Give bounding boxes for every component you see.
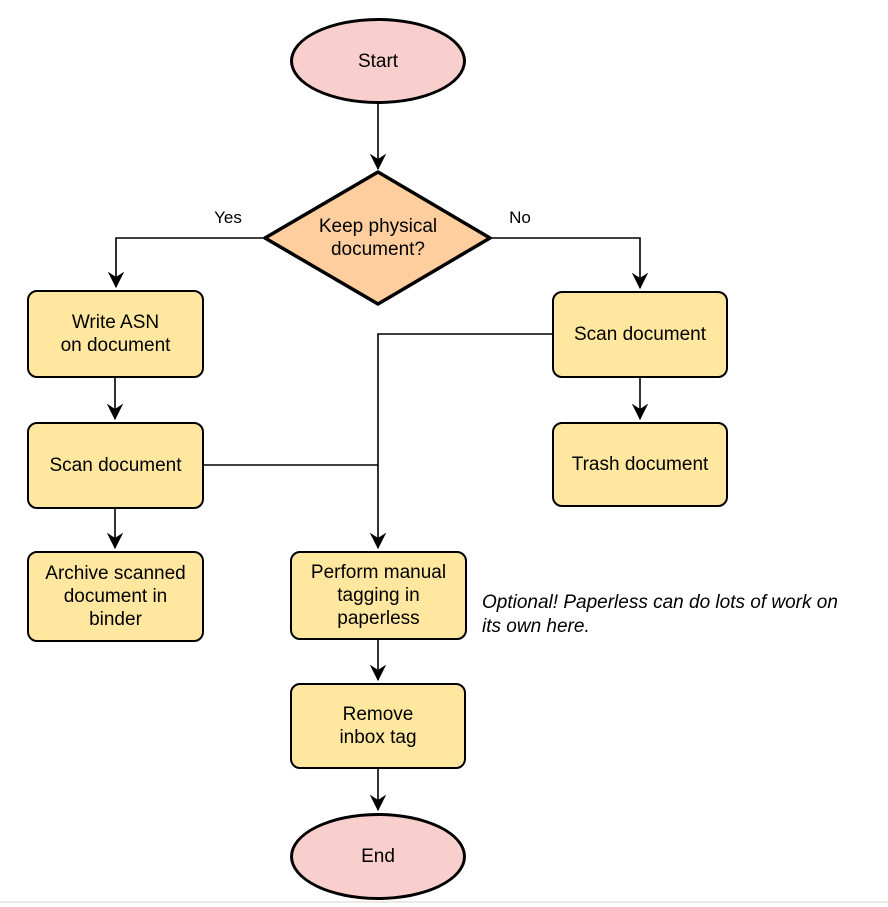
node-start: Start bbox=[290, 18, 466, 104]
canvas-bottom-edge bbox=[0, 901, 888, 903]
edge-label-yes: Yes bbox=[214, 208, 242, 227]
node-trash-document: Trash document bbox=[552, 422, 728, 507]
decision-diamond-shape bbox=[263, 170, 492, 306]
edge-scan-right-to-tagging bbox=[378, 333, 552, 548]
edge-decision-no-to-scan-right bbox=[490, 237, 640, 288]
node-scan-document-right: Scan document bbox=[552, 291, 728, 378]
node-scan-document-left: Scan document bbox=[27, 422, 204, 509]
edge-label-no: No bbox=[509, 208, 531, 227]
node-remove-inbox-tag: Remove inbox tag bbox=[290, 683, 466, 769]
node-write-asn-on-document: Write ASN on document bbox=[27, 290, 204, 378]
optional-note: Optional! Paperless can do lots of work … bbox=[482, 592, 838, 637]
node-perform-manual-tagging: Perform manual tagging in paperless bbox=[290, 551, 467, 640]
node-end: End bbox=[290, 813, 466, 900]
node-archive-scanned-document: Archive scanned document in binder bbox=[27, 551, 204, 642]
edge-decision-yes-to-write-asn bbox=[116, 237, 265, 287]
node-decision-label: Keep physical document? bbox=[318, 216, 438, 260]
